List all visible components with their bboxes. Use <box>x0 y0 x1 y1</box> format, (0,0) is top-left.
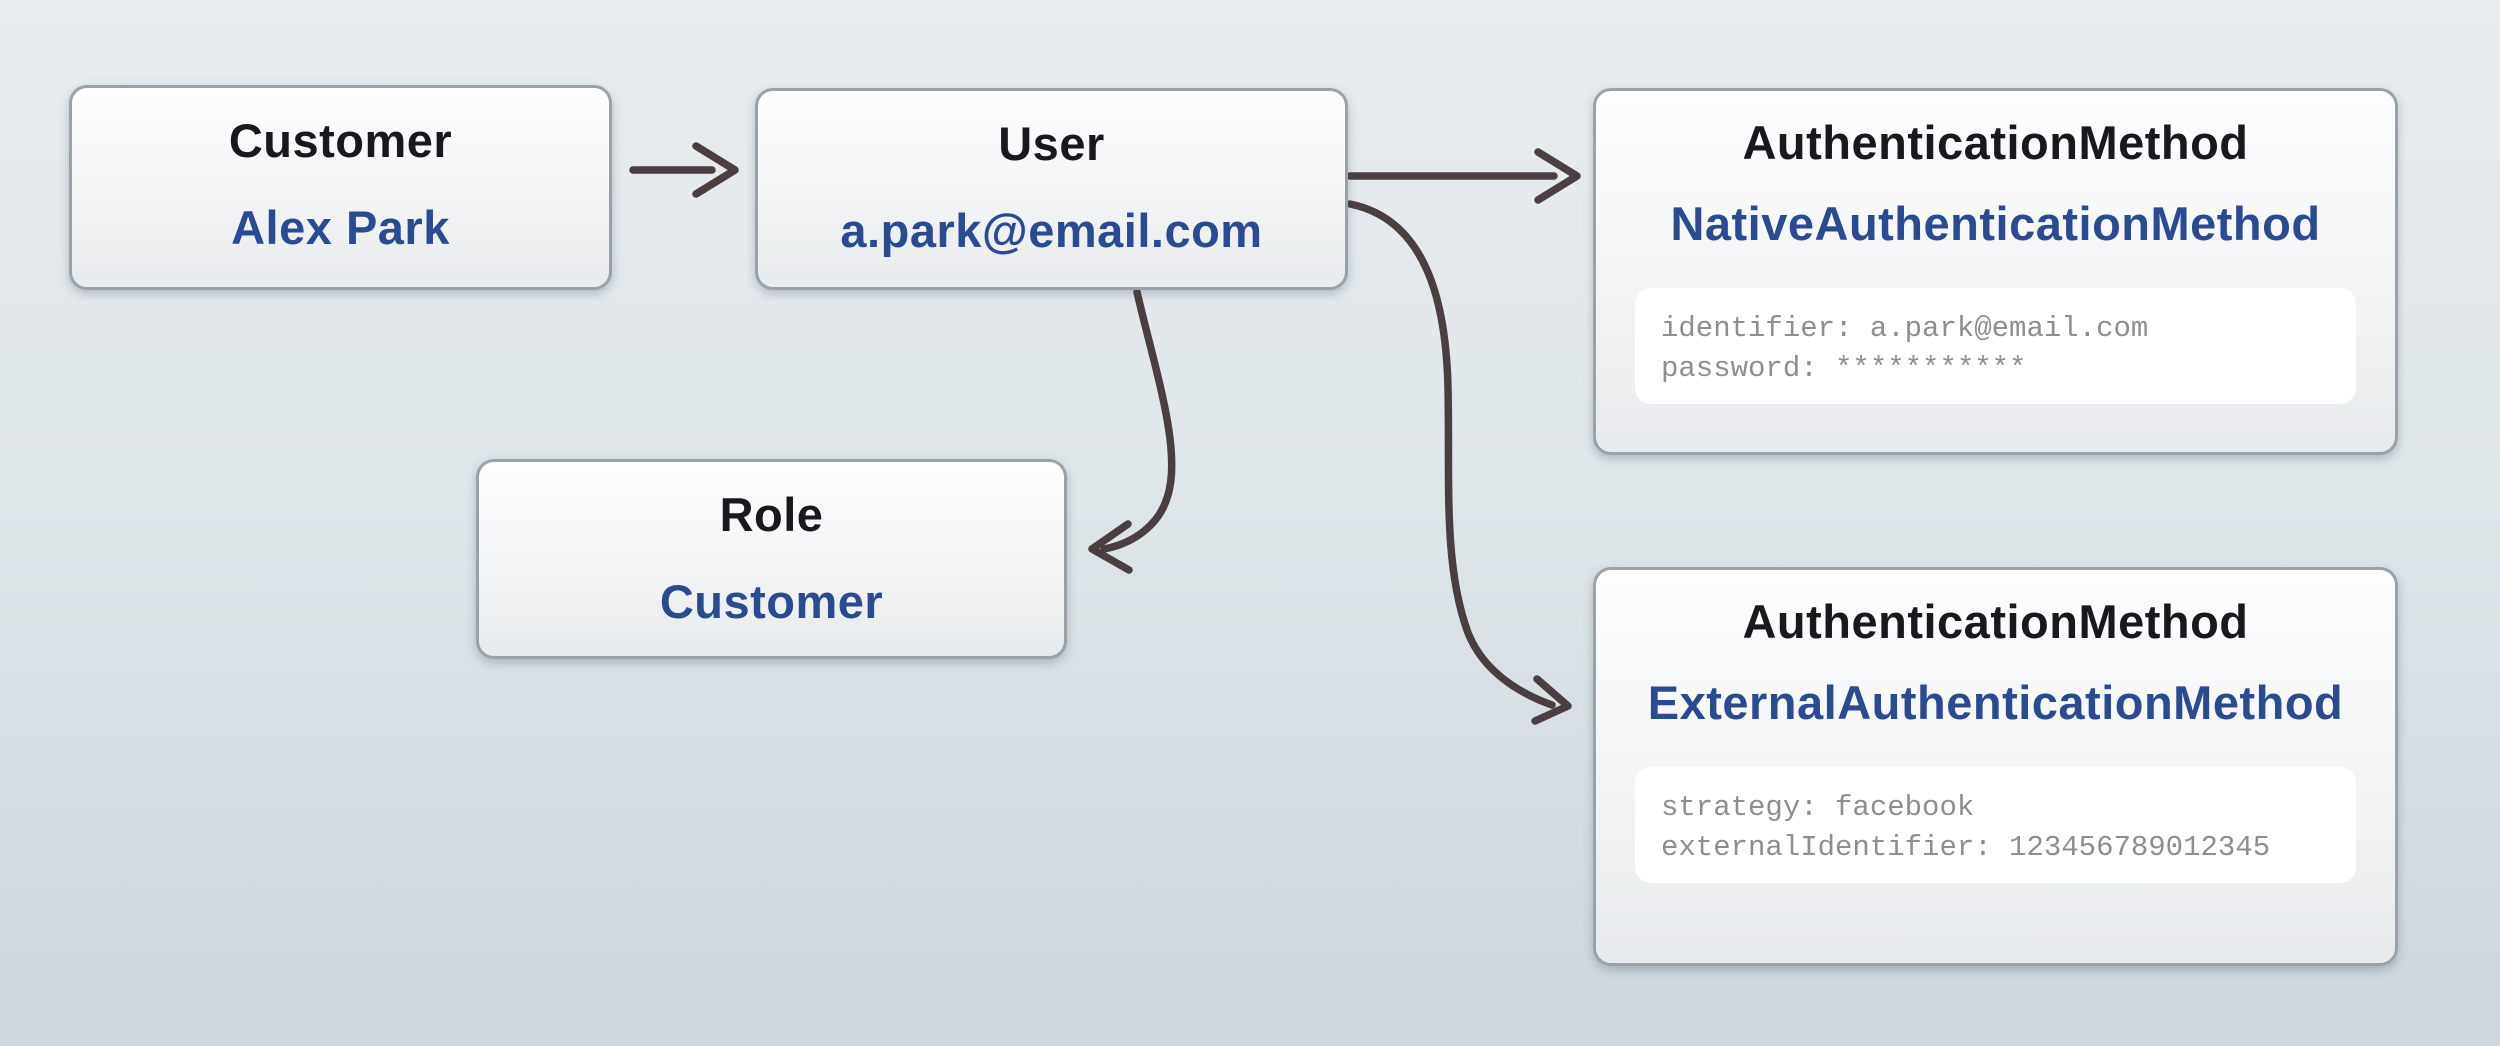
arrow-user-to-native-auth <box>1346 148 1581 204</box>
node-value: a.park@email.com <box>840 204 1263 257</box>
node-title: AuthenticationMethod <box>1742 595 2249 648</box>
attribute-strategy: strategy: facebook <box>1661 791 1975 824</box>
arrow-user-to-external-auth <box>1346 200 1572 725</box>
attribute-identifier: identifier: a.park@email.com <box>1661 312 2149 345</box>
node-value: ExternalAuthenticationMethod <box>1647 676 2344 729</box>
node-value: NativeAuthenticationMethod <box>1670 197 2321 250</box>
node-title: Customer <box>228 114 453 167</box>
node-role: Role Customer <box>476 459 1067 659</box>
arrow-user-to-role <box>1088 288 1176 574</box>
attributes-panel: strategy: facebook externalIdentifier: 1… <box>1635 767 2356 883</box>
node-title: Role <box>719 488 824 541</box>
attribute-password: password: *********** <box>1661 352 2027 385</box>
node-customer: Customer Alex Park <box>69 85 612 290</box>
arrow-customer-to-user <box>629 142 739 198</box>
node-native-authentication-method: AuthenticationMethod NativeAuthenticatio… <box>1593 88 2398 455</box>
node-title: User <box>998 117 1105 170</box>
node-title: AuthenticationMethod <box>1742 116 2249 169</box>
node-user: User a.park@email.com <box>755 88 1348 290</box>
node-external-authentication-method: AuthenticationMethod ExternalAuthenticat… <box>1593 567 2398 966</box>
attribute-external-identifier: externalIdentifier: 123456789012345 <box>1661 831 2271 864</box>
attributes-panel: identifier: a.park@email.com password: *… <box>1635 288 2356 404</box>
node-value: Customer <box>659 575 884 628</box>
node-value: Alex Park <box>231 201 450 254</box>
